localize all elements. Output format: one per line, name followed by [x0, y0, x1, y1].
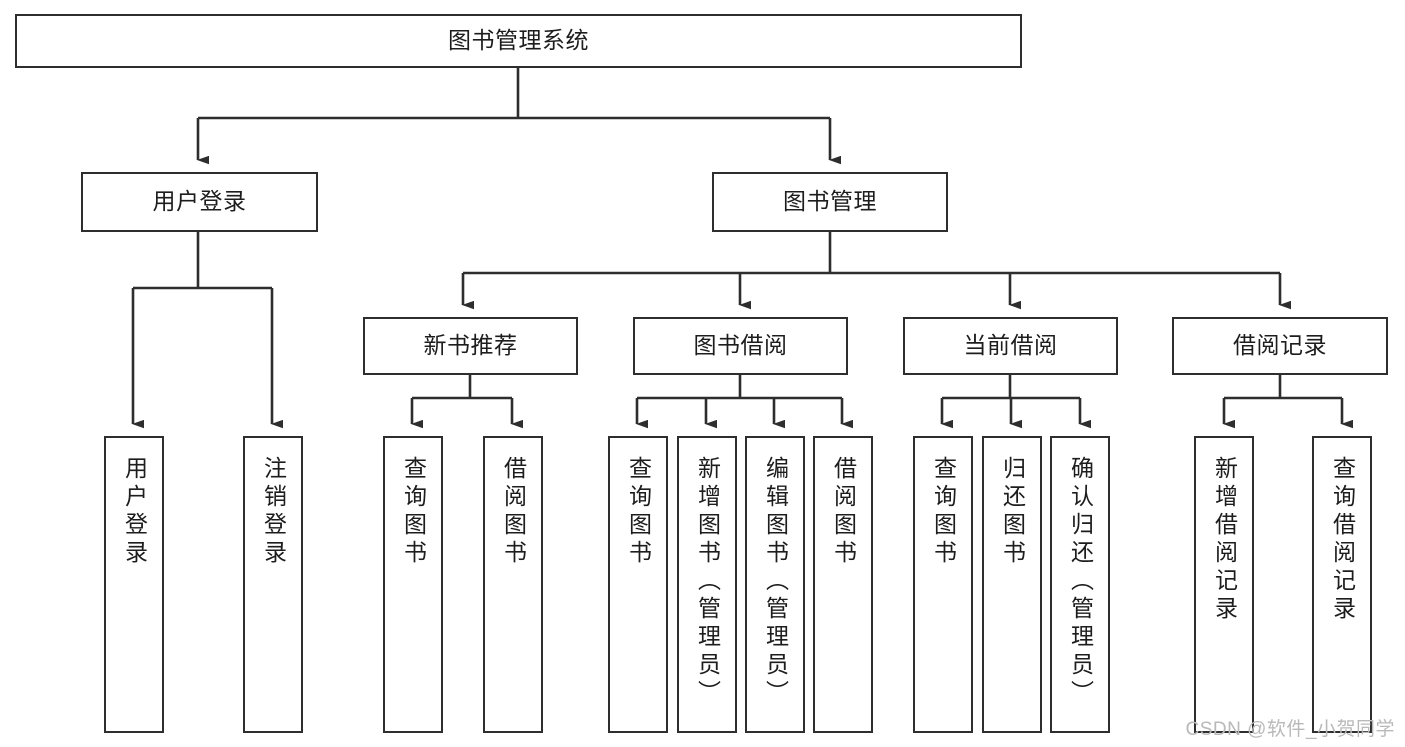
node-current-borrow-label: 当前借阅 — [963, 332, 1058, 359]
node-root[interactable]: 图书管理系统 — [15, 14, 1022, 68]
node-leaf-user-login-label: 用户登录 — [121, 456, 148, 568]
node-root-label: 图书管理系统 — [448, 27, 589, 54]
watermark: CSDN @软件_小贺同学 — [1185, 719, 1395, 740]
node-leaf-query-book-1[interactable]: 查询图书 — [383, 436, 443, 733]
node-leaf-borrow-book-1[interactable]: 借阅图书 — [483, 436, 543, 733]
node-new-book-recommend[interactable]: 新书推荐 — [363, 317, 578, 375]
node-leaf-add-book-label: 新增图书（管理员） — [694, 456, 721, 708]
node-leaf-logout[interactable]: 注销登录 — [243, 436, 303, 733]
node-leaf-edit-book[interactable]: 编辑图书（管理员） — [745, 436, 805, 733]
node-user-login[interactable]: 用户登录 — [81, 172, 318, 232]
node-leaf-query-book-3-label: 查询图书 — [930, 456, 957, 568]
node-leaf-borrow-book-2[interactable]: 借阅图书 — [813, 436, 873, 733]
node-leaf-borrow-book-1-label: 借阅图书 — [500, 456, 527, 568]
node-leaf-query-book-3[interactable]: 查询图书 — [913, 436, 973, 733]
node-leaf-borrow-book-2-label: 借阅图书 — [830, 456, 857, 568]
node-leaf-query-record-label: 查询借阅记录 — [1329, 456, 1356, 624]
node-leaf-add-book[interactable]: 新增图书（管理员） — [677, 436, 737, 733]
node-leaf-return-book[interactable]: 归还图书 — [982, 436, 1042, 733]
node-leaf-return-book-label: 归还图书 — [999, 456, 1026, 568]
node-leaf-query-book-1-label: 查询图书 — [400, 456, 427, 568]
node-borrow-record[interactable]: 借阅记录 — [1172, 317, 1388, 375]
node-borrow-record-label: 借阅记录 — [1233, 332, 1327, 359]
node-leaf-edit-book-label: 编辑图书（管理员） — [762, 456, 789, 708]
node-leaf-query-book-2-label: 查询图书 — [625, 456, 652, 568]
node-leaf-confirm-return-label: 确认归还（管理员） — [1067, 456, 1094, 708]
node-book-borrow[interactable]: 图书借阅 — [633, 317, 848, 375]
node-new-book-recommend-label: 新书推荐 — [423, 332, 518, 359]
node-current-borrow[interactable]: 当前借阅 — [903, 317, 1118, 375]
node-user-login-label: 用户登录 — [152, 188, 247, 215]
node-leaf-confirm-return[interactable]: 确认归还（管理员） — [1050, 436, 1110, 733]
node-book-management-label: 图书管理 — [783, 188, 877, 215]
node-leaf-user-login[interactable]: 用户登录 — [104, 436, 164, 733]
node-book-borrow-label: 图书借阅 — [693, 332, 788, 359]
node-leaf-add-record-label: 新增借阅记录 — [1211, 456, 1238, 624]
node-leaf-query-book-2[interactable]: 查询图书 — [608, 436, 668, 733]
node-leaf-query-record[interactable]: 查询借阅记录 — [1312, 436, 1372, 733]
node-book-management[interactable]: 图书管理 — [712, 172, 948, 232]
node-leaf-add-record[interactable]: 新增借阅记录 — [1194, 436, 1254, 733]
node-leaf-logout-label: 注销登录 — [260, 456, 287, 568]
